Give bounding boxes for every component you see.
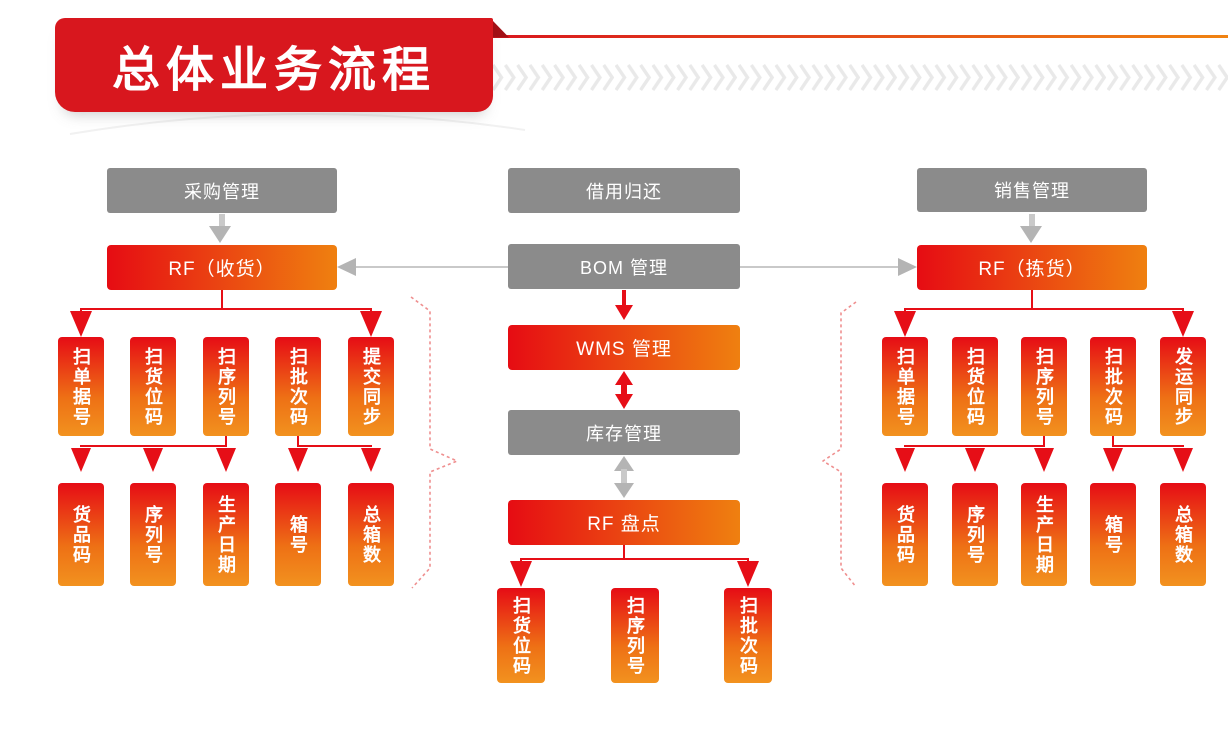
node-product-code: 货品码 [58,483,104,586]
swoosh-curve [69,112,526,135]
arrow-down-gray-icon [209,226,231,243]
connector-line [297,445,372,447]
arrow-down-icon [71,448,91,472]
node-scan-location-code: 扫货位码 [497,588,545,683]
connector-line [1112,436,1114,446]
connector-line-gray [356,266,508,268]
arrow-down-icon [70,311,92,337]
arrow-down-icon [894,311,916,337]
arrow-down-icon [1103,448,1123,472]
left-brace-icon [410,296,458,589]
node-scan-serial-no: 扫序列号 [611,588,659,683]
node-scan-serial-no: 扫序列号 [1021,337,1067,436]
connector-line [1112,445,1184,447]
node-rf-receiving: RF（收货） [107,245,337,290]
arrow-right-gray-icon [898,258,917,276]
arrow-down-gray-icon [614,483,634,498]
arrow-down-icon [510,561,532,587]
arrow-down-icon [288,448,308,472]
arrow-down-gray-stem [219,214,225,227]
arrow-down-red-icon [615,305,633,320]
node-borrow-return: 借用归还 [508,168,740,213]
node-purchase-management: 采购管理 [107,168,337,213]
ribbon-gradient-line [493,35,1228,38]
node-total-boxes: 总箱数 [348,483,394,586]
node-scan-batch-code: 扫批次码 [1090,337,1136,436]
node-rf-stocktake: RF 盘点 [508,500,740,545]
node-submit-sync: 提交同步 [348,337,394,436]
arrow-down-icon [737,561,759,587]
node-scan-location-code: 扫货位码 [130,337,176,436]
arrow-down-icon [1173,448,1193,472]
arrow-left-gray-icon [337,258,356,276]
node-scan-batch-code: 扫批次码 [275,337,321,436]
connector-line [80,308,372,310]
arrow-up-gray-icon [614,456,634,471]
connector-line [520,558,749,560]
node-production-date: 生产日期 [1021,483,1067,586]
arrow-down-red-stem [622,290,626,307]
node-scan-batch-code: 扫批次码 [724,588,772,683]
arrow-down-icon [360,311,382,337]
page-title: 总体业务流程 [55,18,493,112]
node-product-code: 货品码 [882,483,928,586]
node-production-date: 生产日期 [203,483,249,586]
double-arrow-red-shaft [621,383,627,396]
node-shipping-sync: 发运同步 [1160,337,1206,436]
node-box-no: 箱号 [275,483,321,586]
arrow-down-icon [361,448,381,472]
connector-line [1031,290,1033,308]
connector-line [1043,436,1045,446]
arrow-down-gray-icon [1020,226,1042,243]
connector-line-gray [740,266,898,268]
node-scan-document-no: 扫单据号 [882,337,928,436]
node-serial-no: 序列号 [952,483,998,586]
arrow-down-icon [1172,311,1194,337]
double-arrow-gray-shaft [621,469,627,485]
arrow-down-icon [1034,448,1054,472]
node-scan-document-no: 扫单据号 [58,337,104,436]
node-bom-management: BOM 管理 [508,244,740,289]
node-total-boxes: 总箱数 [1160,483,1206,586]
node-inventory-management: 库存管理 [508,410,740,455]
arrow-up-red-icon [615,371,633,385]
node-sales-management: 销售管理 [917,168,1147,212]
connector-line [623,545,625,559]
node-rf-picking: RF（拣货） [917,245,1147,290]
arrow-down-red-icon [615,394,633,409]
node-wms-management: WMS 管理 [508,325,740,370]
node-scan-location-code: 扫货位码 [952,337,998,436]
connector-line [297,436,299,446]
arrow-down-gray-stem [1029,214,1035,227]
chevron-pattern-icon [492,63,1228,97]
arrow-down-icon [965,448,985,472]
arrow-down-icon [895,448,915,472]
node-scan-serial-no: 扫序列号 [203,337,249,436]
arrow-down-icon [216,448,236,472]
connector-line [225,436,227,446]
connector-line [221,290,223,308]
connector-line [904,308,1184,310]
arrow-down-icon [143,448,163,472]
right-brace-icon [822,301,857,588]
node-serial-no: 序列号 [130,483,176,586]
connector-line [80,445,227,447]
node-box-no: 箱号 [1090,483,1136,586]
connector-line [904,445,1045,447]
